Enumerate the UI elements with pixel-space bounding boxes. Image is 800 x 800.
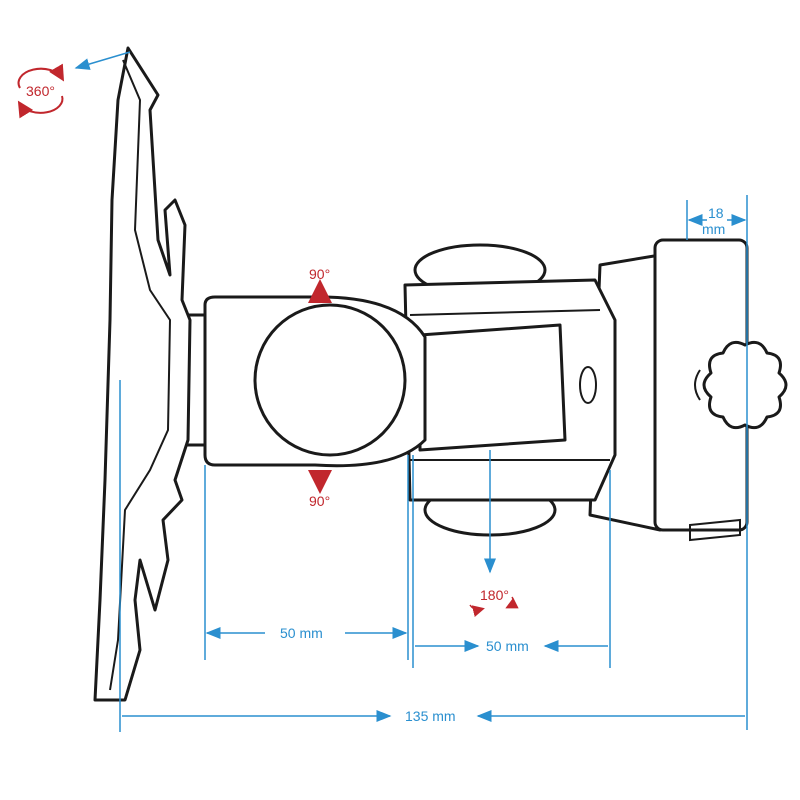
- tilt-up-label: 90°: [309, 266, 330, 282]
- middle-arm: [403, 243, 617, 537]
- dimension-18-value: 18: [708, 205, 724, 221]
- dimension-arm2-label: 50 mm: [486, 638, 529, 654]
- dimension-total-label: 135 mm: [405, 708, 456, 724]
- vesa-plate: [93, 46, 192, 702]
- dimension-arm1: [204, 455, 409, 660]
- knob[interactable]: [694, 340, 788, 430]
- dimension-18mm: [686, 195, 748, 730]
- first-arm: [178, 295, 427, 468]
- rotation-360-label: 360°: [26, 83, 55, 99]
- plate-rotation-indicator: [17, 51, 131, 119]
- dimension-arm2: [412, 455, 611, 668]
- dimension-total: [119, 380, 745, 732]
- dimension-18-unit: mm: [702, 221, 725, 237]
- tilt-down-label: 90°: [309, 493, 330, 509]
- swivel-label: 180°: [480, 587, 509, 603]
- dimension-arm1-label: 50 mm: [280, 625, 323, 641]
